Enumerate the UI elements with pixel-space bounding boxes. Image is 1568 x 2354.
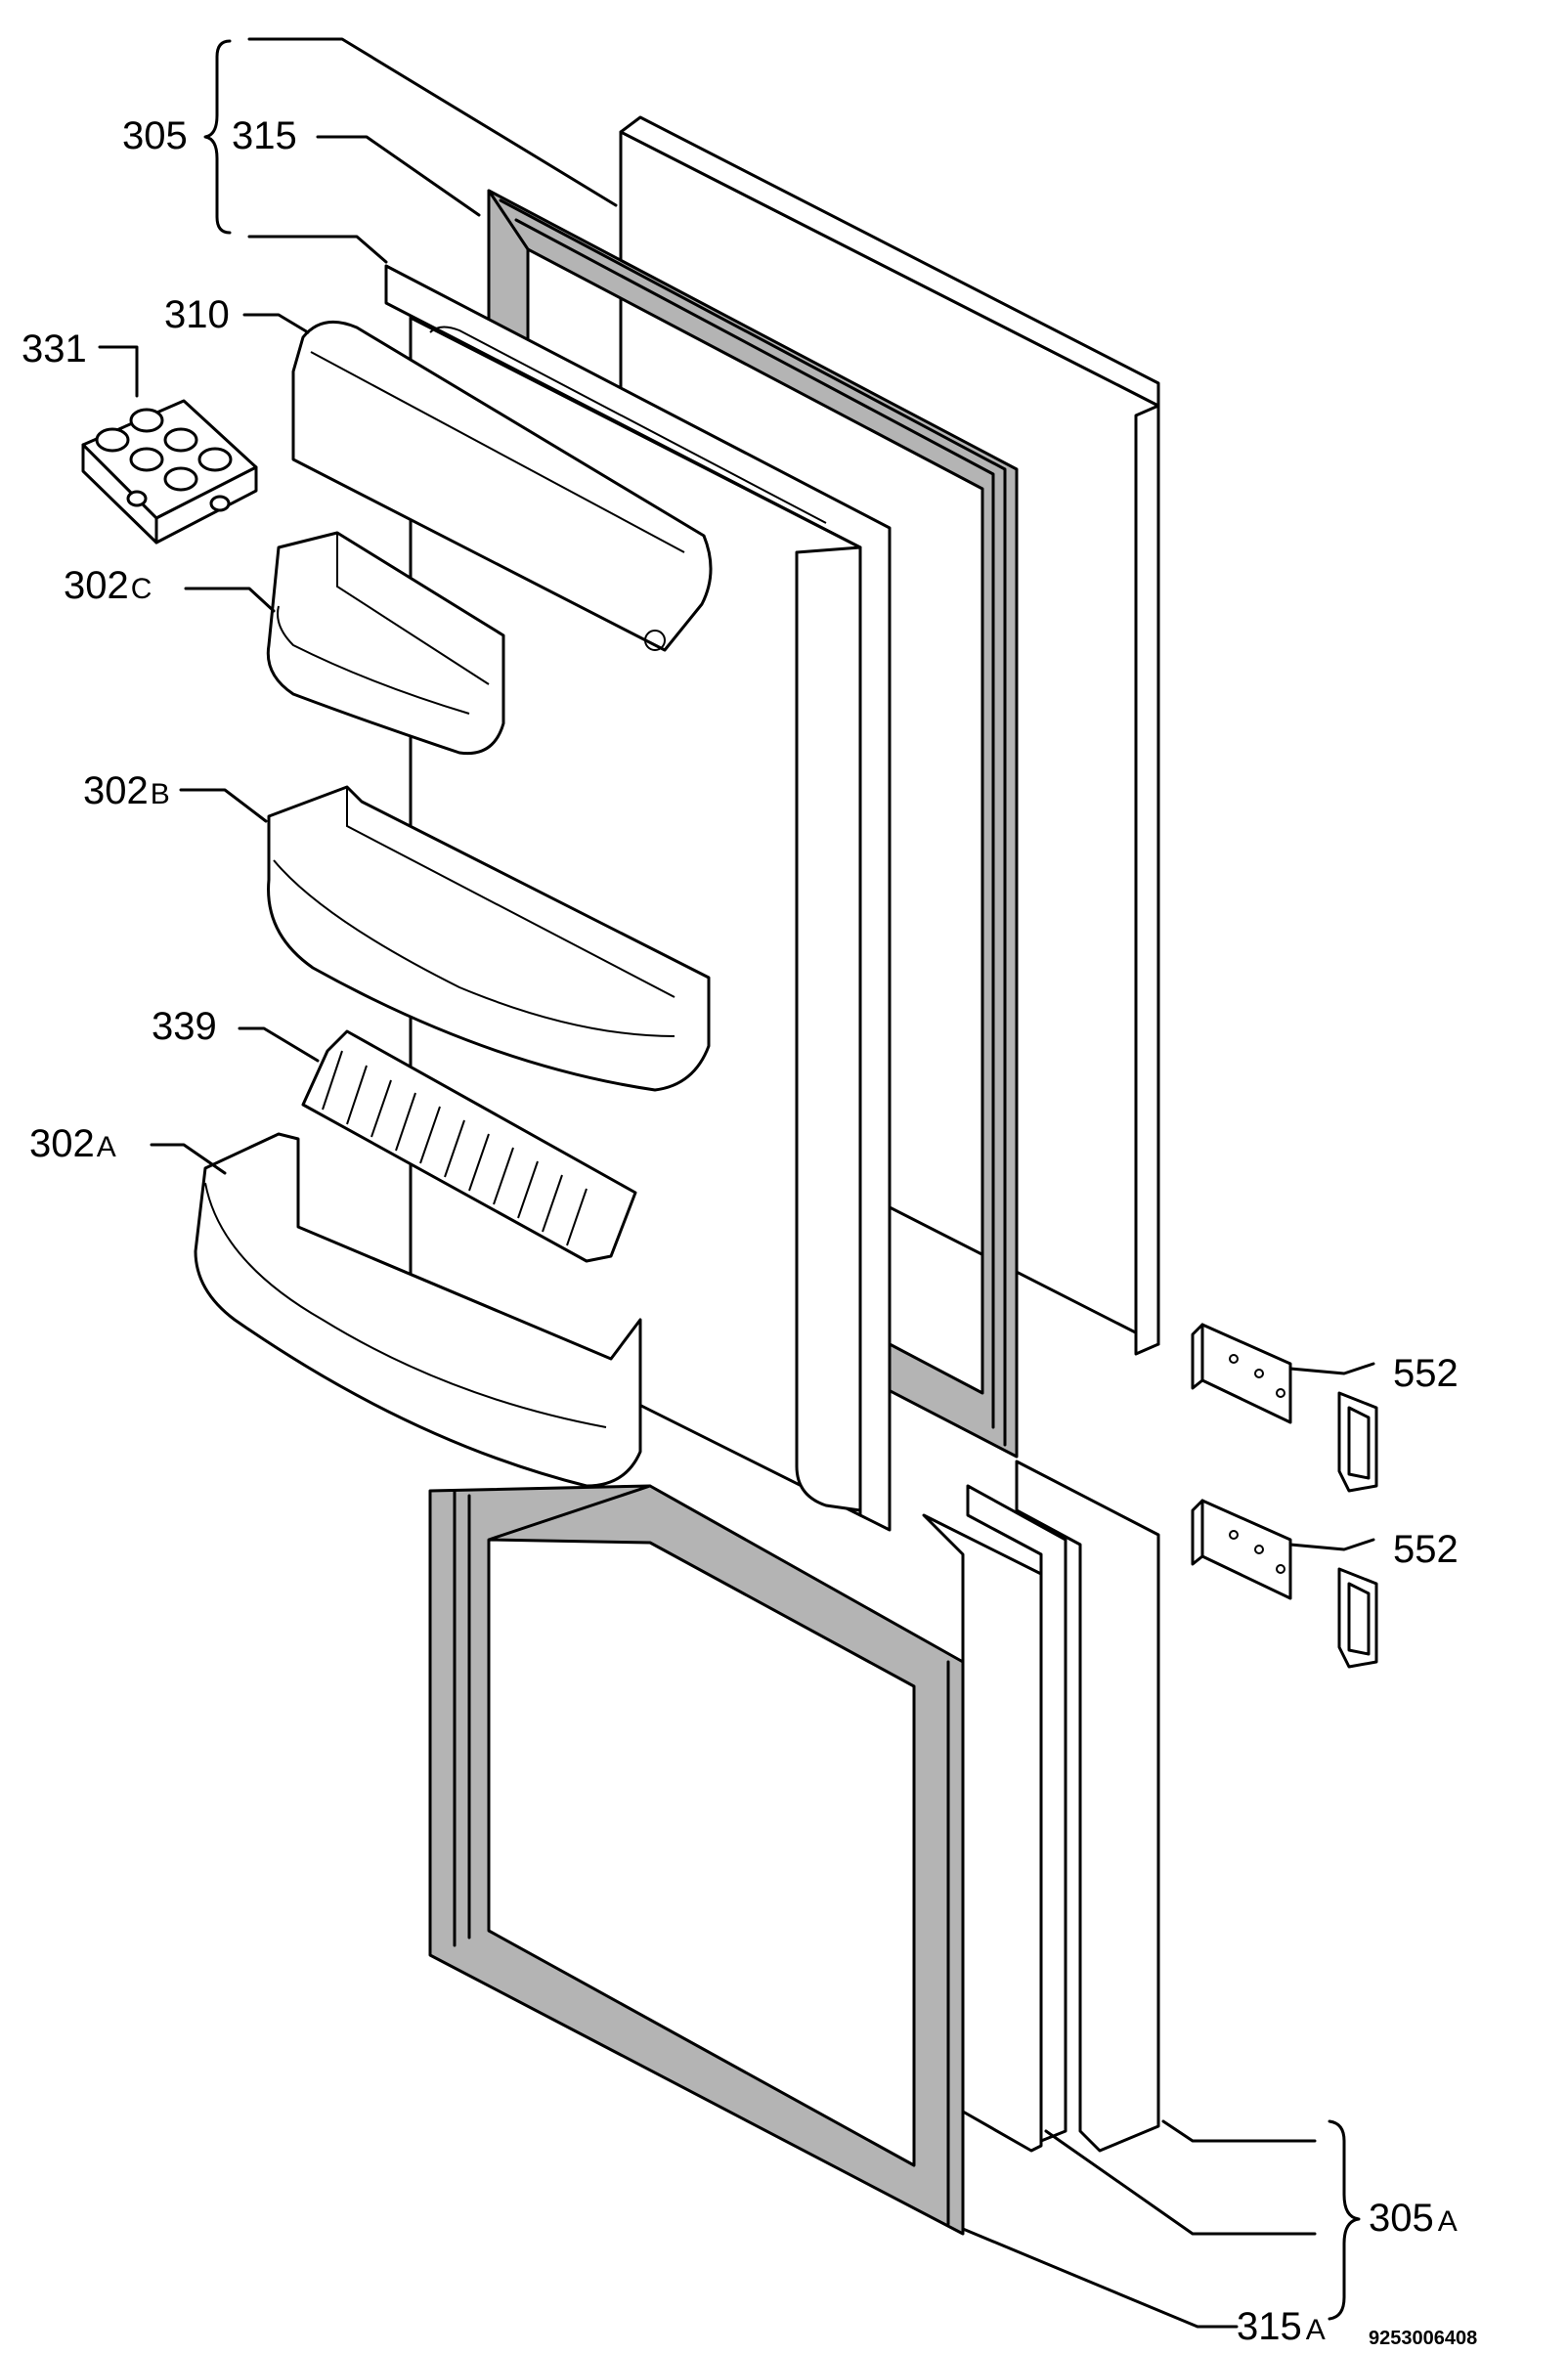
callout-310: 310 xyxy=(164,293,230,336)
callout-331: 331 xyxy=(22,327,87,371)
hinge-552-lower xyxy=(1191,1499,1378,1669)
callout-305a-suffix: A xyxy=(1438,2205,1458,2238)
callout-339: 339 xyxy=(152,1005,217,1048)
shelf-310 xyxy=(291,320,713,652)
callout-315a-number: 315 xyxy=(1237,2305,1302,2348)
lower-door-outer-panel xyxy=(922,1460,1160,2153)
lower-door-gasket xyxy=(428,1484,965,2236)
callout-302c: 302C xyxy=(64,564,152,607)
brace-305a xyxy=(1328,2119,1361,2321)
callout-552-upper: 552 xyxy=(1393,1352,1459,1395)
callout-302c-suffix: C xyxy=(131,573,152,605)
callout-302b: 302B xyxy=(83,769,170,812)
shelf-302a xyxy=(194,1132,642,1488)
hinge-552-upper xyxy=(1191,1323,1378,1493)
callout-315: 315 xyxy=(232,114,297,157)
callout-302c-number: 302 xyxy=(64,564,129,607)
callout-305a-number: 305 xyxy=(1369,2197,1434,2240)
shelf-302b xyxy=(267,785,711,1092)
callout-302b-suffix: B xyxy=(151,778,170,810)
callout-305: 305 xyxy=(122,114,188,157)
shelf-339 xyxy=(301,1029,637,1263)
drawing-code: 9253006408 xyxy=(1369,2328,1477,2349)
callout-552-lower: 552 xyxy=(1393,1528,1459,1571)
leader-lines xyxy=(98,37,1375,2329)
callout-302b-number: 302 xyxy=(83,769,149,812)
callout-302a: 302A xyxy=(29,1122,116,1165)
brace-305 xyxy=(203,39,232,235)
shelf-302c xyxy=(266,531,505,756)
callout-302a-suffix: A xyxy=(97,1131,116,1163)
callout-315a-suffix: A xyxy=(1306,2314,1326,2346)
callout-302a-number: 302 xyxy=(29,1122,95,1165)
egg-tray-331 xyxy=(81,399,258,545)
